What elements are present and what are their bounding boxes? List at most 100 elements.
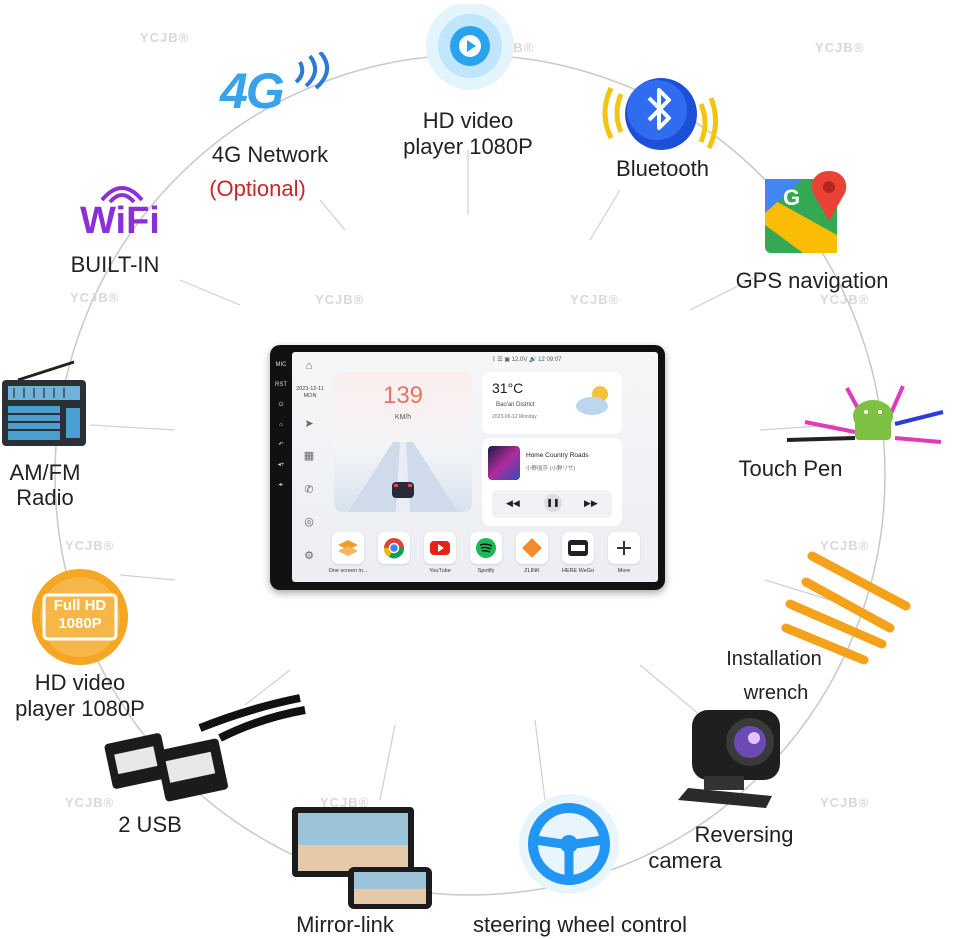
watermark: YCJB® xyxy=(70,290,120,305)
road-graphic xyxy=(348,442,458,512)
bluetooth-icon xyxy=(602,78,718,150)
here-icon xyxy=(568,540,588,556)
network-label: 4G Network xyxy=(211,142,329,167)
video-top-label-2: player 1080P xyxy=(403,134,533,159)
reset-button[interactable]: RST xyxy=(275,382,287,388)
steering-label: steering wheel control xyxy=(472,912,687,937)
weather-temp: 31°C xyxy=(492,380,524,396)
speed-value: 139 xyxy=(382,382,424,409)
app-chrome[interactable] xyxy=(374,532,414,580)
touch-pen-label: Touch Pen xyxy=(738,456,843,481)
app-youtube[interactable]: YouTube xyxy=(420,532,460,580)
layers-icon xyxy=(338,540,358,556)
app-name: More xyxy=(617,568,631,574)
weather-widget[interactable]: 31°C Bao'an District 2023-06-12 Monday xyxy=(482,372,622,434)
network-optional-note: (Optional) xyxy=(209,176,306,201)
spotify-icon xyxy=(476,538,496,558)
app-one-screen[interactable]: One screen in... xyxy=(328,532,368,580)
radio-label-2: Radio xyxy=(16,485,74,510)
video-left-label-2: player 1080P xyxy=(15,696,145,721)
installation-wrench-icon xyxy=(781,551,911,665)
song-artist: 小野丽莎 (小野リサ) xyxy=(526,466,576,472)
app-dock: One screen in... YouTube Spotify ZLINK H… xyxy=(328,532,658,582)
watermark: YCJB® xyxy=(65,795,115,810)
video-top-label-1: HD video xyxy=(422,108,514,133)
watermark: YCJB® xyxy=(815,40,865,55)
settings-gear-icon[interactable]: ⚙ xyxy=(304,550,314,562)
home-button[interactable]: ⌂ xyxy=(279,422,283,428)
weather-district: Bao'an District xyxy=(496,402,535,408)
wrench-label-2: wrench xyxy=(743,682,809,704)
rail-date-line-2: MON xyxy=(303,393,317,400)
weather-date: 2023-06-12 Monday xyxy=(492,414,537,420)
usb-label: 2 USB xyxy=(118,812,182,837)
camera-label-2: camera xyxy=(648,848,722,873)
app-name: Spotify xyxy=(477,568,495,574)
video-left-label-1: HD video xyxy=(34,670,126,695)
watermark: YCJB® xyxy=(820,292,870,307)
watermark: YCJB® xyxy=(65,538,115,553)
full-hd-badge-1: Full HD xyxy=(53,597,107,614)
app-here-wego[interactable]: HERE WeGo xyxy=(558,532,598,580)
app-more[interactable]: More xyxy=(604,532,644,580)
power-button[interactable]: ⏻ xyxy=(278,402,284,408)
watermark: YCJB® xyxy=(820,538,870,553)
watermark: YCJB® xyxy=(570,292,620,307)
back-button[interactable]: ↶ xyxy=(278,442,284,448)
side-buttons: MIC RST ⏻ ⌂ ↶ ◂+ ◂- xyxy=(274,355,288,575)
app-name: HERE WeGo xyxy=(561,568,595,574)
voice-icon[interactable]: ◎ xyxy=(304,516,314,528)
mirror-link-icon xyxy=(292,807,432,909)
mirror-link-label: Mirror-link xyxy=(296,912,394,937)
touch-pen-icon xyxy=(786,385,944,444)
watermark: YCJB® xyxy=(320,795,370,810)
speed-widget[interactable]: 139 KM/h xyxy=(334,372,472,512)
wifi-label: BUILT-IN xyxy=(70,252,160,277)
app-name: One screen in... xyxy=(328,568,368,574)
album-art xyxy=(488,446,520,480)
radio-icon xyxy=(2,360,86,446)
steering-wheel-icon xyxy=(519,794,619,894)
volume-down-button[interactable]: ◂- xyxy=(278,482,284,488)
svg-text:G: G xyxy=(783,185,800,210)
music-widget[interactable]: Home Country Roads 小野丽莎 (小野リサ) ◀◀ ❚❚ ▶▶ xyxy=(482,438,622,526)
music-controls: ◀◀ ❚❚ ▶▶ xyxy=(492,490,612,518)
previous-track-icon[interactable]: ◀◀ xyxy=(506,498,520,508)
usb-cable-icon xyxy=(104,694,306,802)
plus-icon xyxy=(617,541,631,555)
head-unit-device: MIC RST ⏻ ⌂ ↶ ◂+ ◂- ᛒ ☰ ▣ 12.0V 🔊 12 09:… xyxy=(270,345,665,590)
app-zlink[interactable]: ZLINK xyxy=(512,532,552,580)
full-hd-icon xyxy=(32,569,128,665)
reversing-camera-icon xyxy=(678,710,780,808)
home-icon[interactable]: ⌂ xyxy=(305,360,313,372)
next-track-icon[interactable]: ▶▶ xyxy=(584,498,598,508)
status-bar: ᛒ ☰ ▣ 12.0V 🔊 12 09:07 xyxy=(492,357,562,363)
rail-date-line-1: 2023-12-11 xyxy=(296,386,324,392)
bluetooth-label: Bluetooth xyxy=(616,156,709,181)
video-play-icon xyxy=(426,4,514,90)
wifi-logo: WiFi xyxy=(80,200,160,242)
app-spotify[interactable]: Spotify xyxy=(466,532,506,580)
partly-cloudy-icon xyxy=(576,386,608,415)
navigation-icon[interactable]: ➤ xyxy=(304,418,314,430)
play-pause-icon[interactable]: ❚❚ xyxy=(544,494,562,512)
song-title: Home Country Roads xyxy=(526,452,589,459)
radio-label-1: AM/FM xyxy=(9,460,81,485)
volume-up-button[interactable]: ◂+ xyxy=(277,462,285,468)
watermark: YCJB® xyxy=(140,30,190,45)
watermark: YCJB® xyxy=(820,795,870,810)
app-name: ZLINK xyxy=(524,568,540,574)
wrench-label-1: Installation xyxy=(726,648,822,670)
youtube-icon xyxy=(430,541,450,555)
wifi-waves-icon xyxy=(100,186,144,204)
full-hd-badge-2: 1080P xyxy=(58,615,102,632)
4g-logo: 4G xyxy=(220,63,285,119)
gps-label: GPS navigation xyxy=(735,268,889,293)
phone-icon[interactable]: ✆ xyxy=(304,484,314,496)
apps-grid-icon[interactable]: ▦ xyxy=(303,450,315,462)
signal-waves-icon xyxy=(294,52,329,90)
app-name: YouTube xyxy=(429,568,451,574)
mic-button[interactable]: MIC xyxy=(275,362,287,368)
